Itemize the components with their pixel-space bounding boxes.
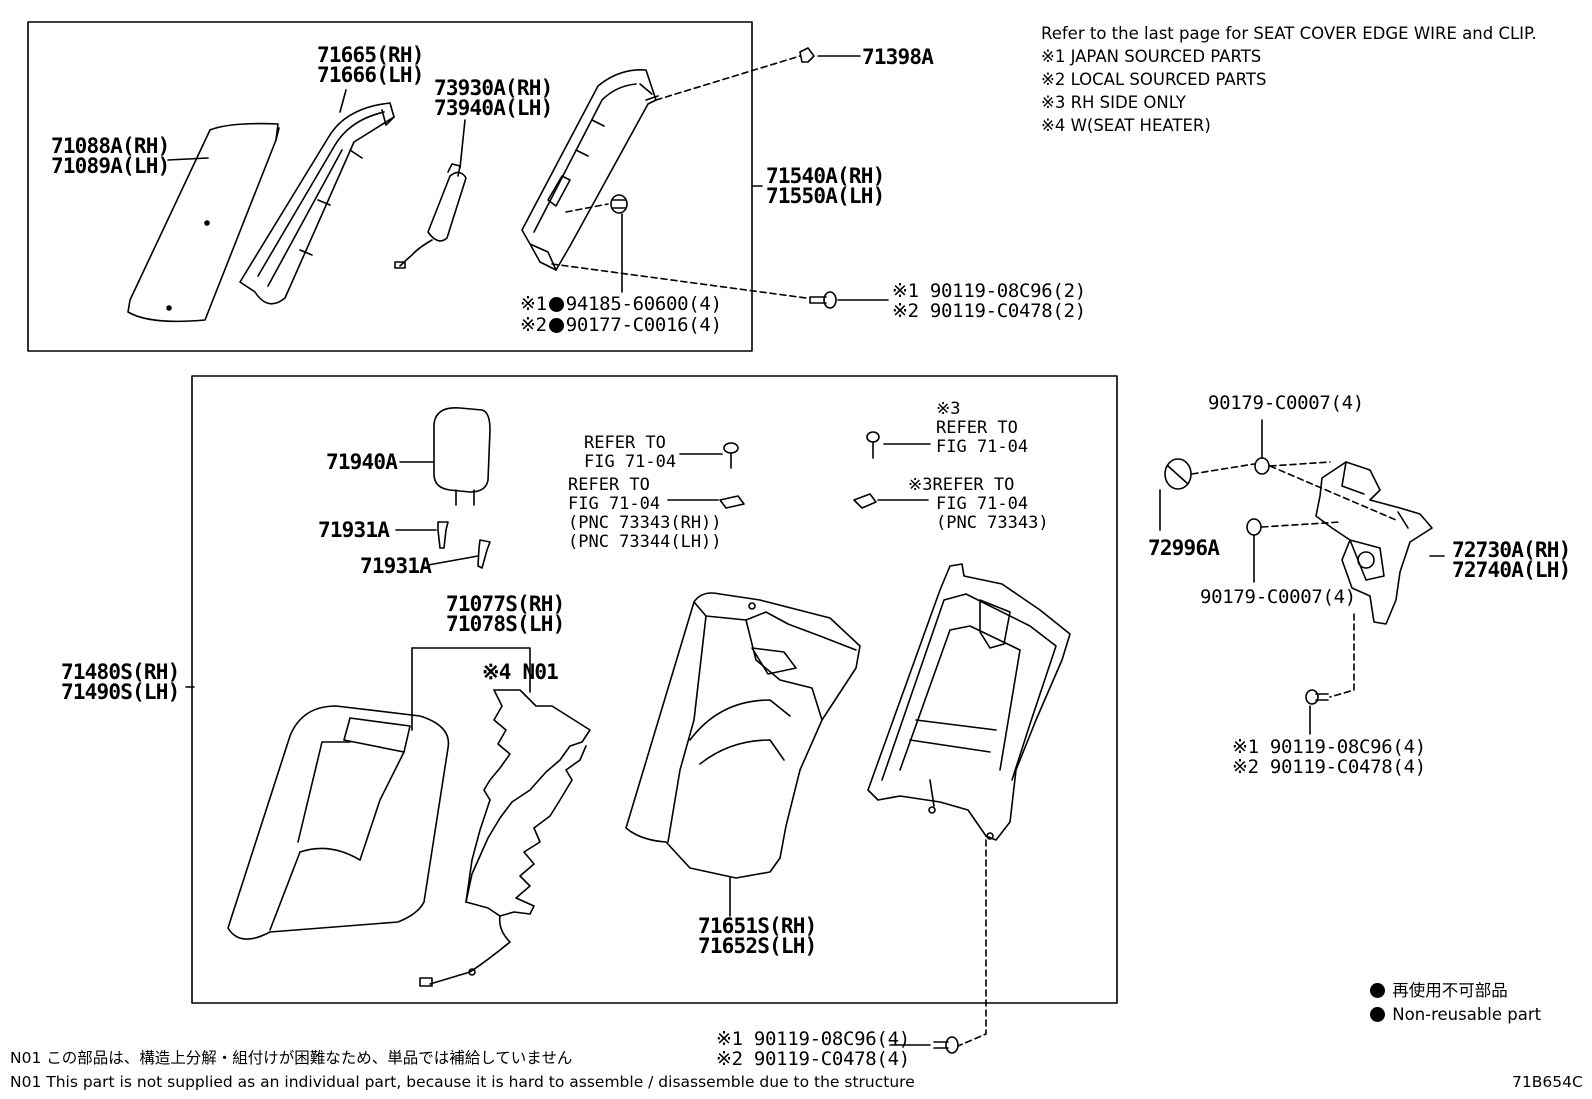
diagram-code: 71B654C <box>1512 1073 1583 1091</box>
label-ref2-line1: REFER TO <box>568 475 650 495</box>
label-ref2-line3: (PNC 73343(RH)) <box>568 513 722 533</box>
label-ref3-line1: ※3 <box>936 399 961 419</box>
clip-71398a-drawing <box>799 47 815 63</box>
legend-dot-icon <box>1370 983 1385 998</box>
refer-clip-2-drawing <box>719 495 745 509</box>
refer-clip-4-drawing <box>853 493 877 509</box>
nut-94185-drawing <box>610 194 628 214</box>
seatback-pad-71651s-drawing <box>625 592 861 879</box>
bolt-90119-upper-drawing <box>809 291 837 309</box>
main-group-frame <box>191 375 1118 1004</box>
bolt-90119-right-drawing <box>1305 689 1329 705</box>
airbag-73930a-drawing <box>394 163 467 269</box>
note-rh-side: ※3 RH SIDE ONLY <box>1041 93 1186 112</box>
label-bolt-right-2: ※2 90119-C0478(4) <box>1232 756 1426 778</box>
label-72740a-lh: 72740A(LH) <box>1452 558 1571 582</box>
refer-bolt-3-drawing <box>866 431 880 459</box>
note-japan-sourced: ※1 JAPAN SOURCED PARTS <box>1041 47 1262 66</box>
label-71931a-2: 71931A <box>360 554 432 578</box>
nut-90179-drawing-2 <box>1246 518 1262 536</box>
label-71931a-1: 71931A <box>318 518 390 542</box>
label-bolt-bottom-1: ※1 90119-08C96(4) <box>716 1028 910 1050</box>
label-bolt-bottom-2: ※2 90119-C0478(4) <box>716 1048 910 1070</box>
label-ref1-line1: REFER TO <box>584 433 666 453</box>
label-71078s-lh: 71078S(LH) <box>446 612 565 636</box>
label-71480s-rh: 71480S(RH) <box>61 660 180 684</box>
refer-bolt-1-drawing <box>723 442 739 469</box>
label-71666-lh: 71666(LH) <box>317 63 424 87</box>
label-71652s-lh: 71652S(LH) <box>698 934 817 958</box>
note-seat-heater: ※4 W(SEAT HEATER) <box>1041 116 1211 135</box>
label-ref3-line3: FIG 71-04 <box>936 437 1029 457</box>
legend-non-reusable-jp: 再使用不可部品 <box>1368 980 1508 1002</box>
label-bolt-upper-2: ※2 90119-C0478(2) <box>892 300 1086 322</box>
label-73940a-lh: 73940A(LH) <box>434 96 553 120</box>
legend-non-reusable-en: Non-reusable part <box>1368 1004 1541 1026</box>
label-72996a: 72996A <box>1148 536 1220 560</box>
seatback-frame-drawing <box>867 563 1071 841</box>
label-90179-c0007-bottom: 90179-C0007(4) <box>1200 586 1356 608</box>
label-73930a-rh: 73930A(RH) <box>434 76 553 100</box>
non-reusable-dot <box>548 318 564 333</box>
guide-71931a-drawing-1 <box>437 521 449 549</box>
label-bolt-right-1: ※1 90119-08C96(4) <box>1232 736 1426 758</box>
note-header: Refer to the last page for SEAT COVER ED… <box>1041 24 1537 43</box>
label-ref4-line1: ※3REFER TO <box>908 475 1015 495</box>
label-71940a: 71940A <box>326 450 398 474</box>
label-ref1-line2: FIG 71-04 <box>584 452 677 472</box>
label-n01: ※4 N01 <box>482 660 559 684</box>
side-frame-71665-drawing <box>239 102 395 305</box>
label-71490s-lh: 71490S(LH) <box>61 680 180 704</box>
label-bolt-upper-1: ※1 90119-08C96(2) <box>892 280 1086 302</box>
heater-mat-n01-drawing <box>419 689 591 987</box>
label-ref3-line2: REFER TO <box>936 418 1018 438</box>
main-leaders <box>185 443 987 1047</box>
non-reusable-dot <box>548 297 564 312</box>
label-71089a-lh: 71089A(LH) <box>51 154 170 178</box>
right-leaders <box>1159 419 1445 735</box>
label-71540a-rh: 71540A(RH) <box>766 164 885 188</box>
note-local-sourced: ※2 LOCAL SOURCED PARTS <box>1041 70 1267 89</box>
label-71088a-rh: 71088A(RH) <box>51 134 170 158</box>
label-ref4-line2: FIG 71-04 <box>936 494 1029 514</box>
label-90179-c0007-top: 90179-C0007(4) <box>1208 392 1364 414</box>
label-ref2-line4: (PNC 73344(LH)) <box>568 532 722 552</box>
label-ref4-line3: (PNC 73343) <box>936 513 1049 533</box>
label-71077s-rh: 71077S(RH) <box>446 592 565 616</box>
label-71398a: 71398A <box>862 45 934 69</box>
nut-90179-drawing-1 <box>1254 457 1270 475</box>
label-ref2-line2: FIG 71-04 <box>568 494 661 514</box>
footnote-n01-jp: N01 この部品は、構造上分解・組付けが困難なため、単品では補給していません <box>10 1049 573 1067</box>
seat-cover-71077s-drawing <box>227 705 450 940</box>
label-72730a-rh: 72730A(RH) <box>1452 538 1571 562</box>
bolt-90119-bottom-drawing <box>889 1036 959 1054</box>
footnote-n01-en: N01 This part is not supplied as an indi… <box>10 1073 915 1091</box>
recliner-72730a-drawing <box>1315 461 1433 625</box>
side-panel-71088a-drawing <box>127 122 280 323</box>
label-71550a-lh: 71550A(LH) <box>766 184 885 208</box>
seatback-side-71540a-drawing <box>521 69 659 271</box>
headrest-71940a-drawing <box>433 407 491 506</box>
label-71651s-rh: 71651S(RH) <box>698 914 817 938</box>
legend-dot-icon <box>1370 1007 1385 1022</box>
label-71665-rh: 71665(RH) <box>317 43 424 67</box>
upper-leaders <box>167 55 889 301</box>
knob-72996a-drawing <box>1164 458 1192 490</box>
guide-71931a-drawing-2 <box>477 539 491 569</box>
